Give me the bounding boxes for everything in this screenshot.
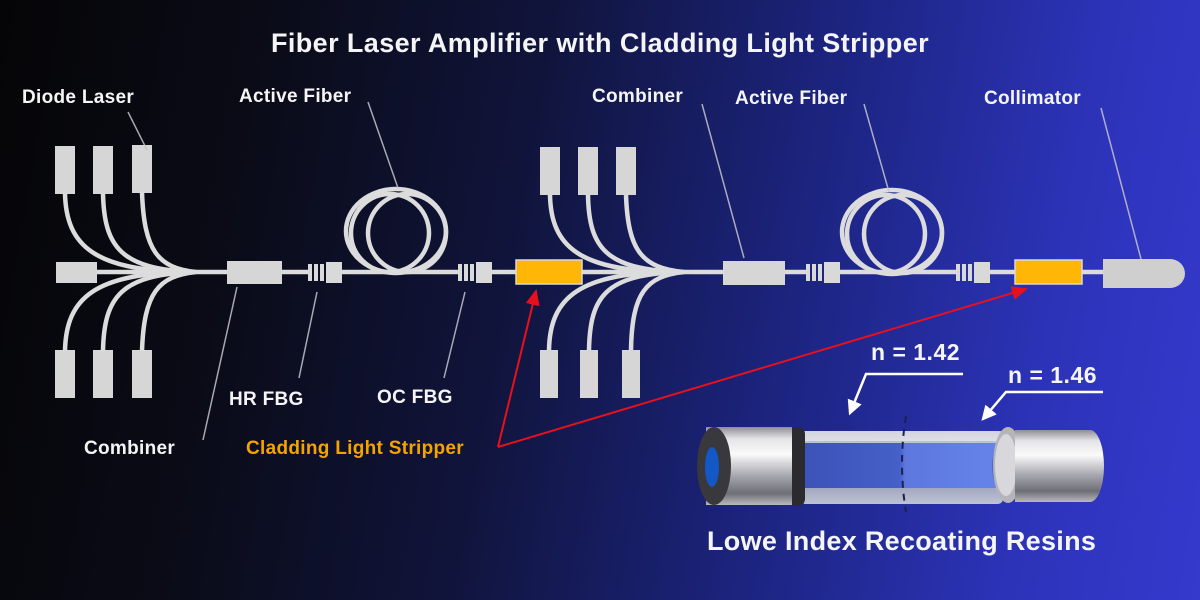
combiner1-box xyxy=(227,261,282,284)
right-end-cap-face xyxy=(1076,430,1104,502)
diode-laser-box xyxy=(540,147,560,195)
diode-laser-box xyxy=(622,350,640,398)
diode-laser-box xyxy=(56,262,97,283)
pump-fiber xyxy=(139,269,197,352)
active-fiber-1-label: Active Fiber xyxy=(239,86,352,107)
right-collar-ring-inner xyxy=(995,434,1017,496)
index-callout-arrow-142 xyxy=(847,372,963,416)
active-fiber-coil-2 xyxy=(839,187,945,277)
oc-fbg-marks xyxy=(458,262,492,283)
fiber-core xyxy=(802,443,1001,488)
diode-laser-box xyxy=(132,350,152,398)
diode-laser-box xyxy=(616,147,636,195)
label-pointer xyxy=(367,101,399,189)
cladding-light-stripper-label: Cladding Light Stripper xyxy=(246,438,464,459)
combiner2-box xyxy=(723,261,785,285)
collimator-body xyxy=(1103,259,1185,288)
diode-laser-box xyxy=(580,350,598,398)
fbg-marks-3 xyxy=(806,262,840,283)
left-core-face xyxy=(705,447,719,487)
index-callout-arrow-146 xyxy=(981,390,1103,421)
cladding-light-stripper-box-2 xyxy=(1014,259,1083,285)
active-fiber-coil-1 xyxy=(343,186,449,276)
pump-diode-bank-2 xyxy=(540,147,640,398)
fbg-marks-4 xyxy=(956,262,990,283)
diode-laser-box xyxy=(93,146,113,194)
label-pointer xyxy=(127,111,148,151)
pump-fiber xyxy=(62,192,191,275)
active-fiber-2-label: Active Fiber xyxy=(735,88,848,109)
collimator-label: Collimator xyxy=(984,88,1081,109)
hr-fbg-label: HR FBG xyxy=(229,389,304,410)
diode-laser-label: Diode Laser xyxy=(22,87,135,108)
recoated-fiber-illustration xyxy=(697,415,1104,513)
pump-fiber xyxy=(62,269,191,352)
diode-laser-box xyxy=(132,145,152,193)
index-142-label: n = 1.42 xyxy=(871,339,961,365)
inset-caption: Lowe Index Recoating Resins xyxy=(707,526,1097,556)
stripper-callouts xyxy=(497,286,1028,448)
glass-highlight xyxy=(800,431,1003,441)
cladding-light-stripper-box-1 xyxy=(515,259,583,285)
label-pointer xyxy=(298,291,318,379)
diode-laser-box xyxy=(578,147,598,195)
pump-fiber xyxy=(546,269,673,351)
diode-laser-box xyxy=(540,350,558,398)
stripper-callout-arrow-2 xyxy=(497,286,1028,448)
diode-laser-box xyxy=(93,350,113,398)
label-pointer xyxy=(701,103,745,259)
combiner-top-label: Combiner xyxy=(592,86,684,107)
pump-fiber xyxy=(585,194,679,275)
page-title: Fiber Laser Amplifier with Cladding Ligh… xyxy=(270,28,930,58)
label-pointers xyxy=(127,101,1142,441)
label-pointer xyxy=(1100,107,1142,260)
pump-fiber xyxy=(586,269,679,351)
index-callouts xyxy=(847,372,1103,421)
pump-fiber xyxy=(623,194,685,275)
diode-laser-box xyxy=(55,146,75,194)
label-pointer xyxy=(202,286,238,441)
hr-fbg-marks xyxy=(308,262,342,283)
pump-fiber xyxy=(628,269,685,351)
pump-fiber xyxy=(139,191,197,275)
stripper-callout-arrow-1 xyxy=(497,289,540,448)
combiner-bottom-label: Combiner xyxy=(84,438,176,459)
retaining-ring xyxy=(790,427,805,506)
label-pointer xyxy=(863,103,890,193)
label-pointer xyxy=(443,291,466,379)
index-146-label: n = 1.46 xyxy=(1008,362,1098,388)
pump-diode-bank-1 xyxy=(55,145,152,398)
oc-fbg-label: OC FBG xyxy=(377,387,453,408)
pump-fiber xyxy=(547,194,673,275)
diode-laser-box xyxy=(55,350,75,398)
